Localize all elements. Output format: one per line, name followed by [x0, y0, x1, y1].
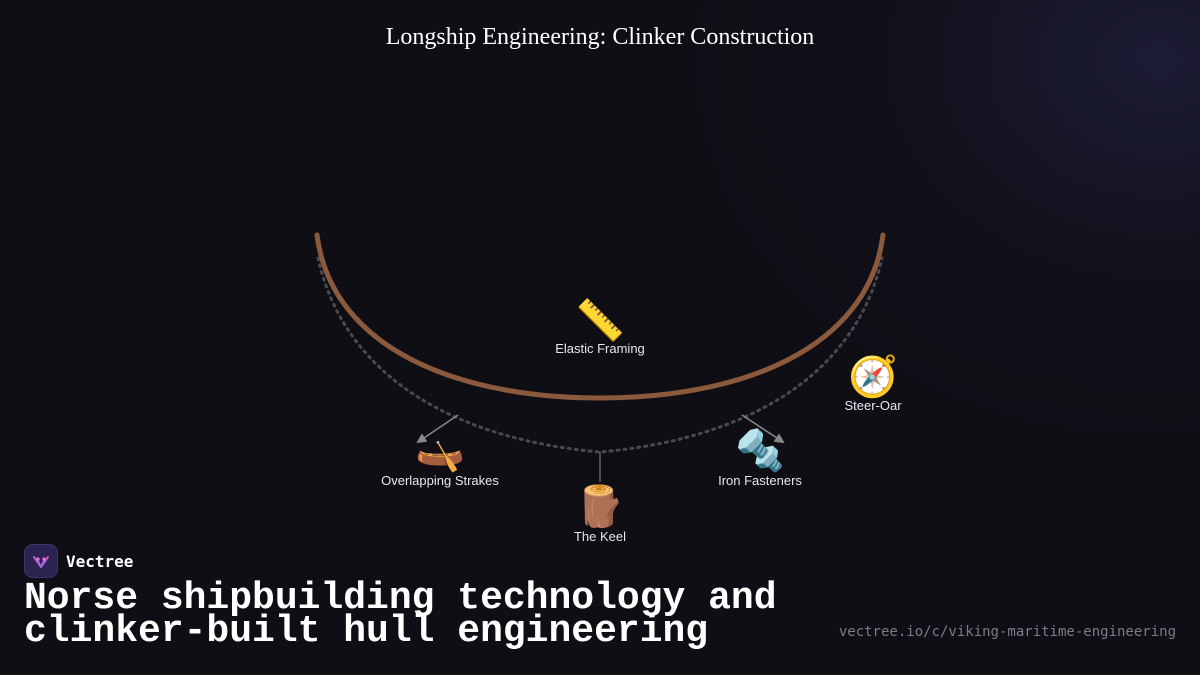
node-steer-oar: 🧭 Steer-Oar [844, 353, 902, 413]
nut-and-bolt-icon: 🔩 [735, 427, 785, 474]
node-label: Iron Fasteners [718, 473, 802, 488]
headline: Norse shipbuilding technology and clinke… [24, 580, 824, 651]
node-label: Overlapping Strakes [381, 473, 499, 488]
dotted-hull-outline [316, 256, 884, 454]
source-url[interactable]: vectree.io/c/viking-maritime-engineering [838, 624, 1176, 640]
node-iron-fasteners: 🔩 Iron Fasteners [718, 427, 802, 488]
canoe-icon: 🛶 [415, 428, 465, 474]
page-title: Longship Engineering: Clinker Constructi… [385, 24, 815, 50]
compass-icon: 🧭 [848, 353, 898, 400]
ruler-icon: 📏 [575, 297, 625, 344]
connector-fasteners [741, 414, 785, 444]
brand-name: Vectree [66, 551, 134, 571]
node-overlapping-strakes: 🛶 Overlapping Strakes [381, 428, 499, 488]
node-label: Steer-Oar [844, 398, 902, 413]
brand[interactable]: Vectree [24, 544, 133, 578]
headline-line-2: clinker-built hull engineering [24, 610, 709, 653]
log-icon: 🪵 [575, 483, 625, 530]
vectree-logo-icon [24, 544, 58, 578]
node-label: Elastic Framing [555, 341, 645, 356]
connector-strakes [416, 414, 459, 444]
headline-line-1: Norse shipbuilding technology and [24, 577, 777, 620]
hull-curve [314, 232, 886, 401]
node-label: The Keel [574, 529, 626, 544]
node-the-keel: 🪵 The Keel [574, 483, 626, 544]
node-elastic-framing: 📏 Elastic Framing [555, 297, 645, 356]
